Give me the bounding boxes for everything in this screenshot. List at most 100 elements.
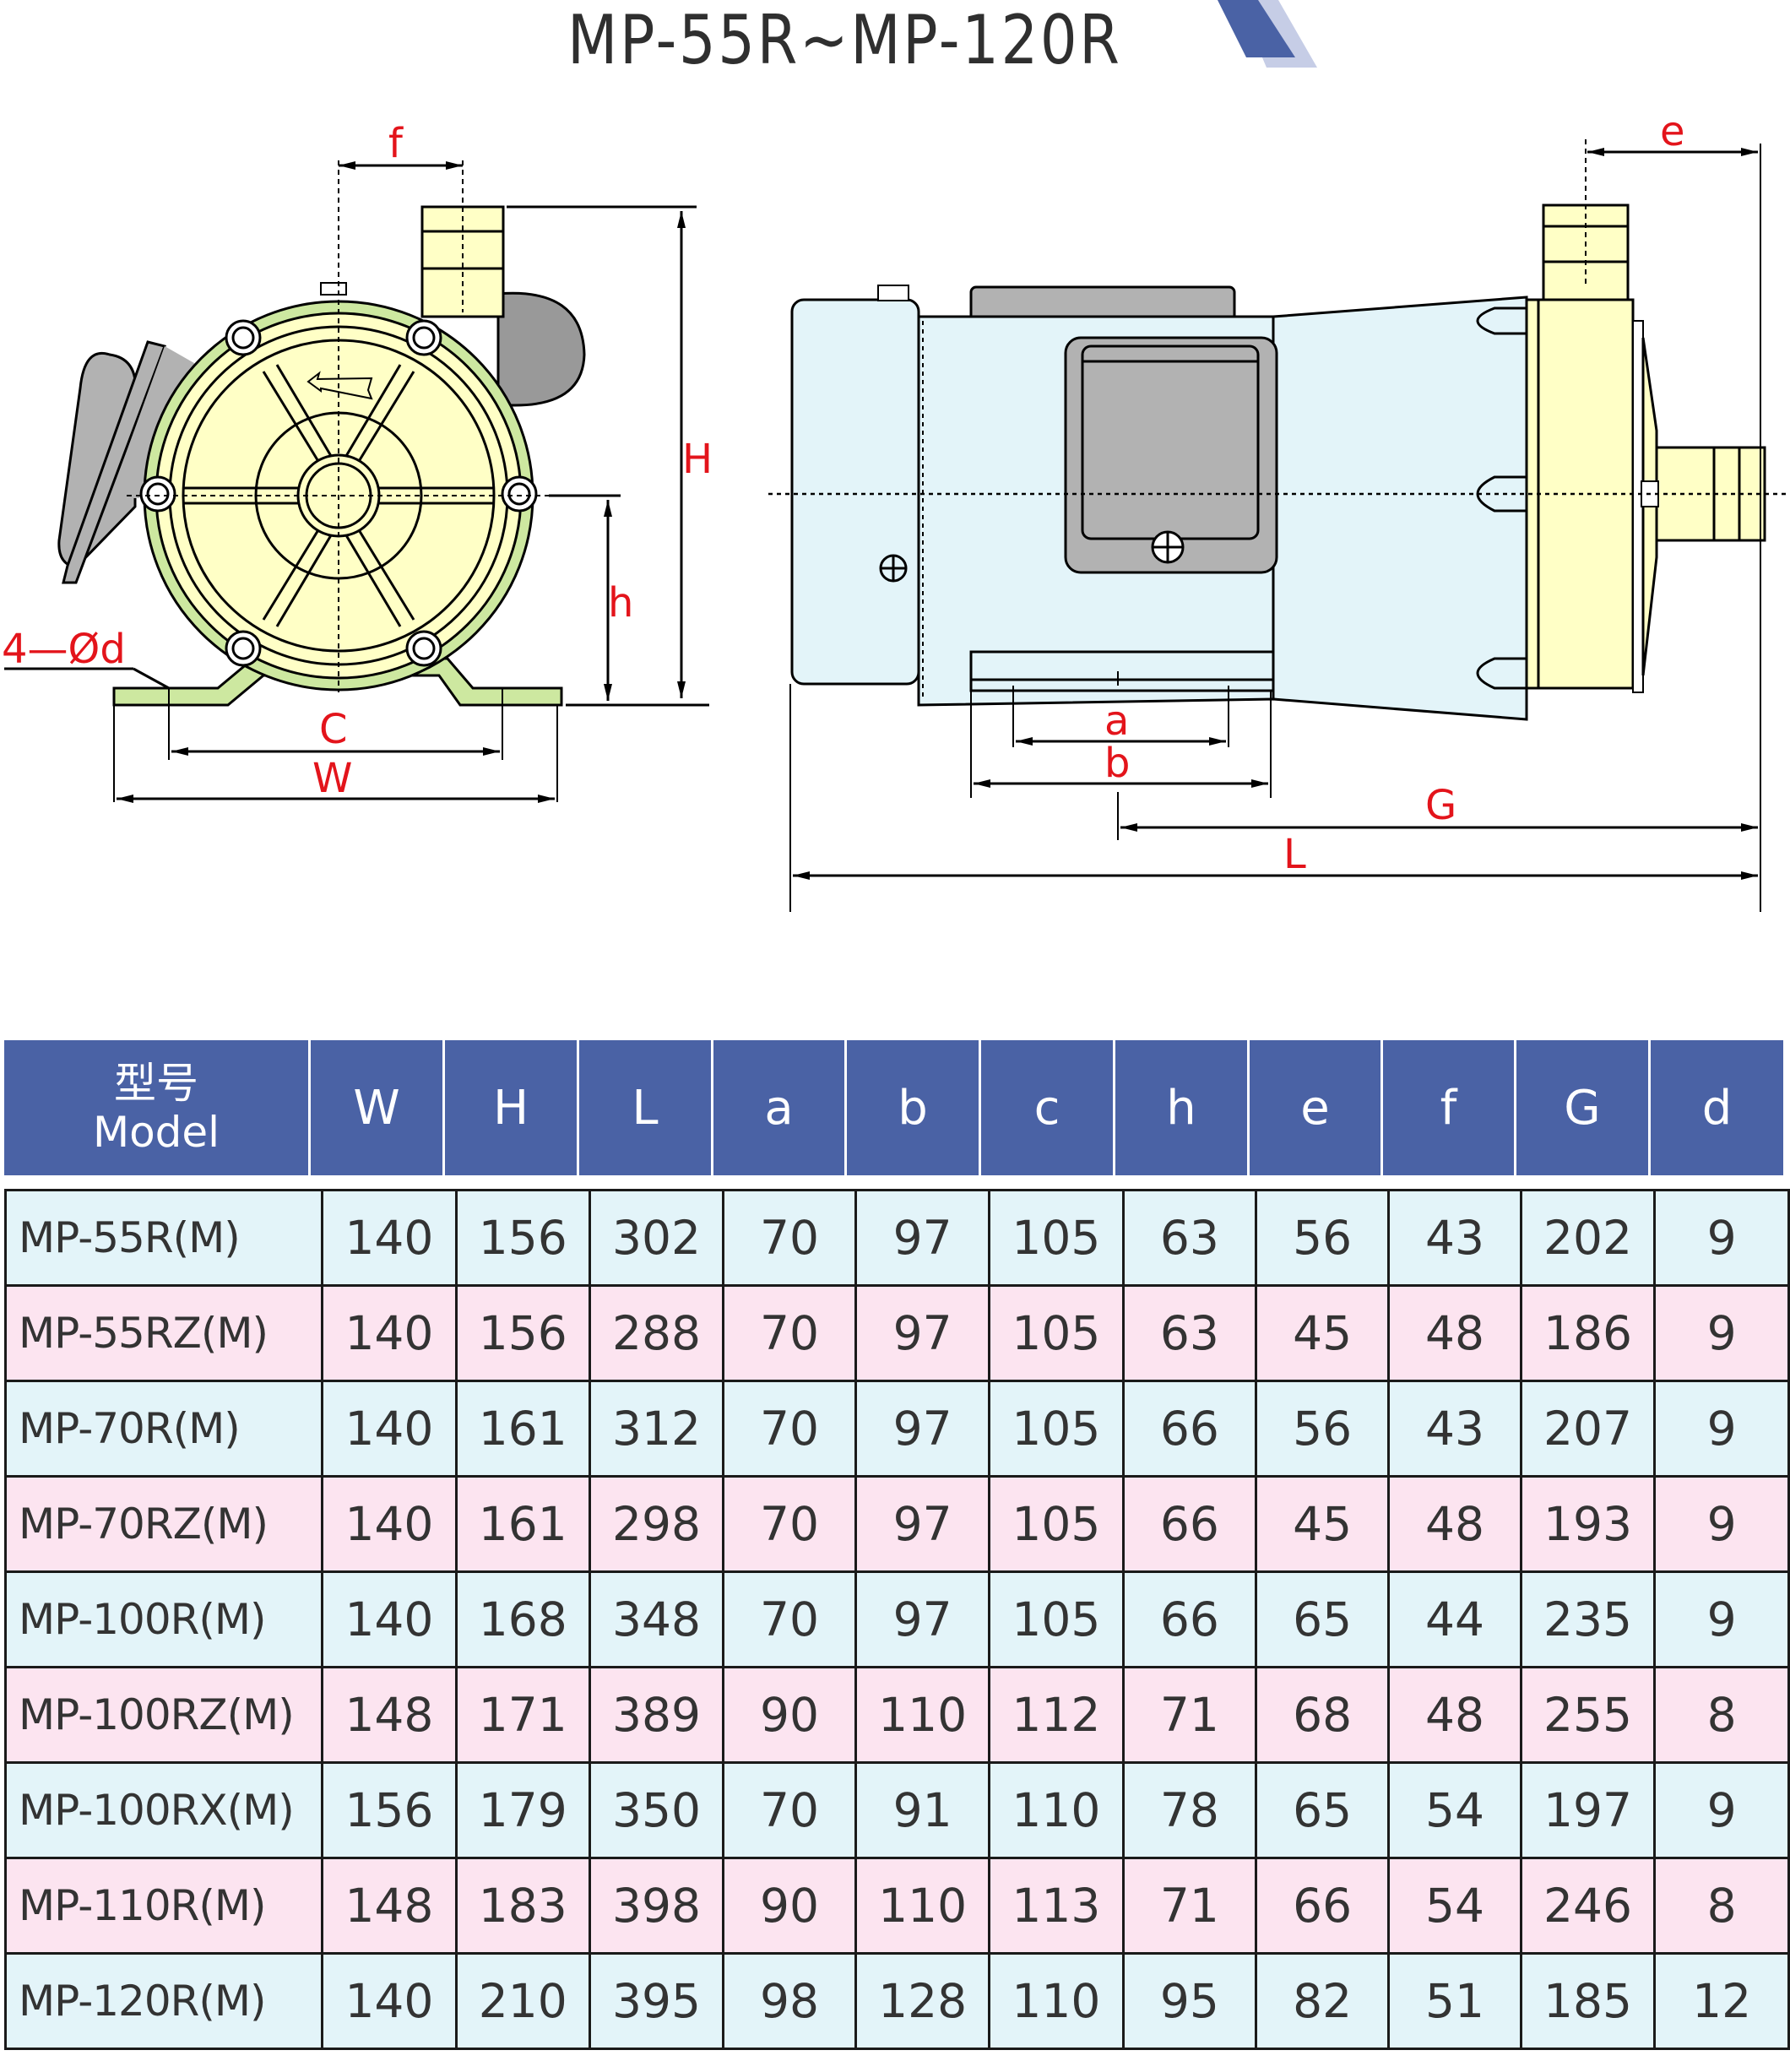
cell-G: 197 bbox=[1519, 1761, 1657, 1859]
cell-f: 51 bbox=[1387, 1952, 1522, 2050]
dim-label-a: a bbox=[1104, 697, 1129, 745]
cell-H: 183 bbox=[454, 1857, 591, 1955]
rotation-direction-arrow-icon bbox=[306, 371, 373, 400]
cell-G: 186 bbox=[1519, 1284, 1657, 1382]
cell-b: 110 bbox=[854, 1857, 991, 1955]
cell-h: 71 bbox=[1121, 1666, 1258, 1764]
cell-b: 97 bbox=[854, 1284, 991, 1382]
cell-h: 63 bbox=[1121, 1189, 1258, 1287]
cell-L: 348 bbox=[588, 1570, 725, 1668]
cell-e: 66 bbox=[1255, 1857, 1391, 1955]
dimension-drawings: f H h 4—Ød C W bbox=[2, 108, 1790, 912]
cell-f: 44 bbox=[1387, 1570, 1522, 1668]
cell-W: 140 bbox=[321, 1570, 458, 1668]
cell-b: 97 bbox=[854, 1189, 991, 1287]
cell-G: 207 bbox=[1519, 1380, 1657, 1478]
flange-bolts bbox=[139, 319, 538, 667]
cell-H: 161 bbox=[454, 1380, 591, 1478]
cell-e: 65 bbox=[1255, 1570, 1391, 1668]
cell-d: 9 bbox=[1653, 1189, 1790, 1287]
dim-label-mounting-holes: 4—Ød bbox=[2, 626, 126, 673]
cell-model: MP-55R(M) bbox=[3, 1189, 324, 1287]
dim-label-G: G bbox=[1425, 782, 1456, 829]
cell-b: 97 bbox=[854, 1570, 991, 1668]
cell-L: 312 bbox=[588, 1380, 725, 1478]
cell-a: 70 bbox=[722, 1761, 857, 1859]
cell-f: 48 bbox=[1387, 1666, 1522, 1764]
cell-W: 140 bbox=[321, 1475, 458, 1573]
cell-e: 45 bbox=[1255, 1475, 1391, 1573]
cell-a: 70 bbox=[722, 1475, 857, 1573]
header-col-b: b bbox=[845, 1040, 981, 1175]
cell-h: 66 bbox=[1121, 1475, 1258, 1573]
cell-f: 43 bbox=[1387, 1380, 1522, 1478]
side-view-drawing bbox=[768, 139, 1790, 912]
cell-a: 90 bbox=[722, 1666, 857, 1764]
cell-model: MP-110R(M) bbox=[3, 1857, 324, 1955]
cell-model: MP-120R(M) bbox=[3, 1952, 324, 2050]
header-model-en: Model bbox=[92, 1108, 220, 1157]
cell-e: 82 bbox=[1255, 1952, 1391, 2050]
cell-e: 45 bbox=[1255, 1284, 1391, 1382]
cell-L: 302 bbox=[588, 1189, 725, 1287]
cell-H: 171 bbox=[454, 1666, 591, 1764]
cell-f: 48 bbox=[1387, 1475, 1522, 1573]
cell-f: 43 bbox=[1387, 1189, 1522, 1287]
terminal-box bbox=[57, 352, 138, 569]
cell-c: 110 bbox=[988, 1761, 1125, 1859]
cell-W: 140 bbox=[321, 1952, 458, 2050]
header-col-e: e bbox=[1248, 1040, 1383, 1175]
spec-table-header: 型号 Model W H L a b c h e f G d bbox=[4, 1040, 1783, 1175]
dim-label-H: H bbox=[682, 436, 713, 483]
front-view-drawing bbox=[4, 160, 709, 803]
cell-a: 70 bbox=[722, 1189, 857, 1287]
header-col-a: a bbox=[712, 1040, 847, 1175]
cell-H: 210 bbox=[454, 1952, 591, 2050]
cell-f: 48 bbox=[1387, 1284, 1522, 1382]
motor-base bbox=[969, 650, 1275, 692]
cell-d: 8 bbox=[1653, 1666, 1790, 1764]
cell-d: 9 bbox=[1653, 1380, 1790, 1478]
cell-b: 91 bbox=[854, 1761, 991, 1859]
cell-model: MP-100R(M) bbox=[3, 1570, 324, 1668]
page-title: MP-55R~MP-120R bbox=[567, 1, 1122, 79]
cell-d: 9 bbox=[1653, 1475, 1790, 1573]
cell-c: 112 bbox=[988, 1666, 1125, 1764]
cell-b: 128 bbox=[854, 1952, 991, 2050]
cell-G: 255 bbox=[1519, 1666, 1657, 1764]
header-col-c: c bbox=[979, 1040, 1115, 1175]
cell-c: 105 bbox=[988, 1475, 1125, 1573]
cell-e: 65 bbox=[1255, 1761, 1391, 1859]
cell-W: 148 bbox=[321, 1666, 458, 1764]
cell-G: 235 bbox=[1519, 1570, 1657, 1668]
cell-e: 56 bbox=[1255, 1189, 1391, 1287]
cell-G: 185 bbox=[1519, 1952, 1657, 2050]
cell-H: 161 bbox=[454, 1475, 591, 1573]
cell-h: 63 bbox=[1121, 1284, 1258, 1382]
dim-label-h: h bbox=[608, 579, 633, 626]
header-col-H: H bbox=[443, 1040, 579, 1175]
cell-e: 56 bbox=[1255, 1380, 1391, 1478]
header-col-L: L bbox=[578, 1040, 713, 1175]
cell-b: 110 bbox=[854, 1666, 991, 1764]
dim-label-L: L bbox=[1283, 831, 1306, 878]
cell-H: 168 bbox=[454, 1570, 591, 1668]
cell-W: 140 bbox=[321, 1380, 458, 1478]
cell-L: 350 bbox=[588, 1761, 725, 1859]
cell-e: 68 bbox=[1255, 1666, 1391, 1764]
cell-H: 156 bbox=[454, 1284, 591, 1382]
cell-d: 8 bbox=[1653, 1857, 1790, 1955]
cell-W: 156 bbox=[321, 1761, 458, 1859]
header-col-h: h bbox=[1114, 1040, 1250, 1175]
cell-model: MP-55RZ(M) bbox=[3, 1284, 324, 1382]
cell-G: 202 bbox=[1519, 1189, 1657, 1287]
